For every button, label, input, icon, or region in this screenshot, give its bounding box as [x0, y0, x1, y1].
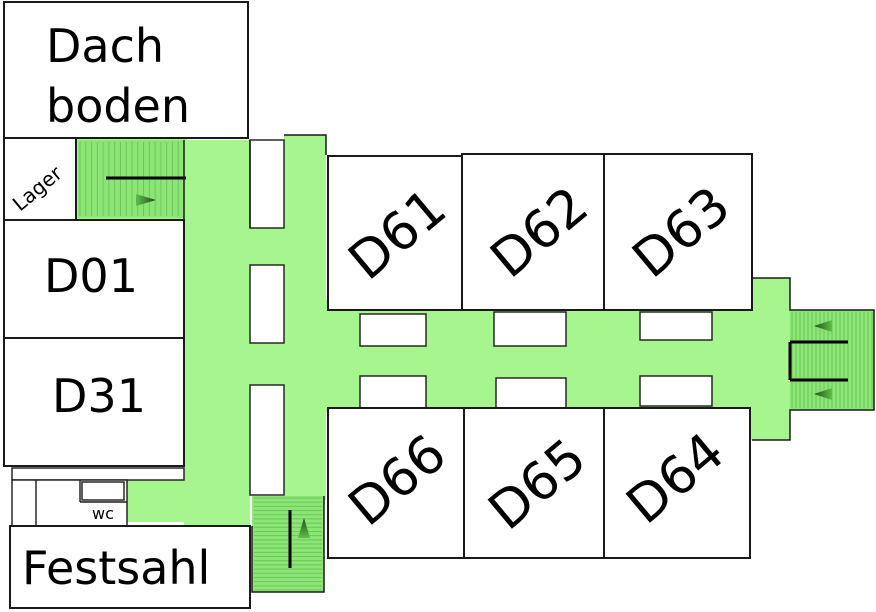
- stairs-top-left[interactable]: [78, 140, 186, 218]
- cabinet-upper-1: [359, 313, 427, 347]
- room-label-d31: D31: [52, 369, 146, 423]
- room-d66[interactable]: D66: [327, 407, 465, 559]
- stair-arrow-icon: [136, 194, 156, 206]
- room-dachboden[interactable]: Dach boden: [3, 1, 249, 139]
- room-d01[interactable]: D01: [3, 219, 185, 339]
- room-festsahl[interactable]: Festsahl: [9, 525, 251, 609]
- room-wc-area[interactable]: wc: [11, 467, 185, 527]
- corridor-walls: [183, 134, 875, 593]
- room-lager[interactable]: Lager: [3, 137, 77, 221]
- pillar-upper-left: [249, 264, 285, 344]
- stair-arrow-icon: [298, 518, 310, 538]
- cabinet-lower-3: [639, 375, 713, 407]
- room-d61[interactable]: D61: [327, 155, 463, 311]
- cabinet-upper-3: [639, 311, 713, 341]
- room-d63[interactable]: D63: [603, 153, 753, 311]
- room-d31[interactable]: D31: [3, 337, 185, 467]
- room-label-dachboden-2: boden: [46, 79, 190, 133]
- room-d65[interactable]: D65: [463, 407, 605, 559]
- room-label-d01: D01: [44, 249, 138, 303]
- room-d62[interactable]: D62: [461, 153, 605, 311]
- stair-arrow-icon: [814, 320, 832, 332]
- stairs-bottom[interactable]: [252, 496, 324, 592]
- cabinet-upper-2: [493, 311, 567, 347]
- pillar-lower-left: [249, 384, 285, 496]
- stairs-right[interactable]: [788, 310, 874, 410]
- room-d64[interactable]: D64: [603, 407, 751, 559]
- void-upper-stub: [249, 139, 285, 229]
- cabinet-lower-2: [495, 377, 567, 409]
- stair-arrow-icon: [814, 388, 832, 400]
- cabinet-lower-1: [359, 375, 427, 409]
- room-label-wc: wc: [92, 504, 114, 523]
- room-label-festsahl: Festsahl: [22, 541, 210, 595]
- room-label-dachboden-1: Dach: [46, 19, 164, 73]
